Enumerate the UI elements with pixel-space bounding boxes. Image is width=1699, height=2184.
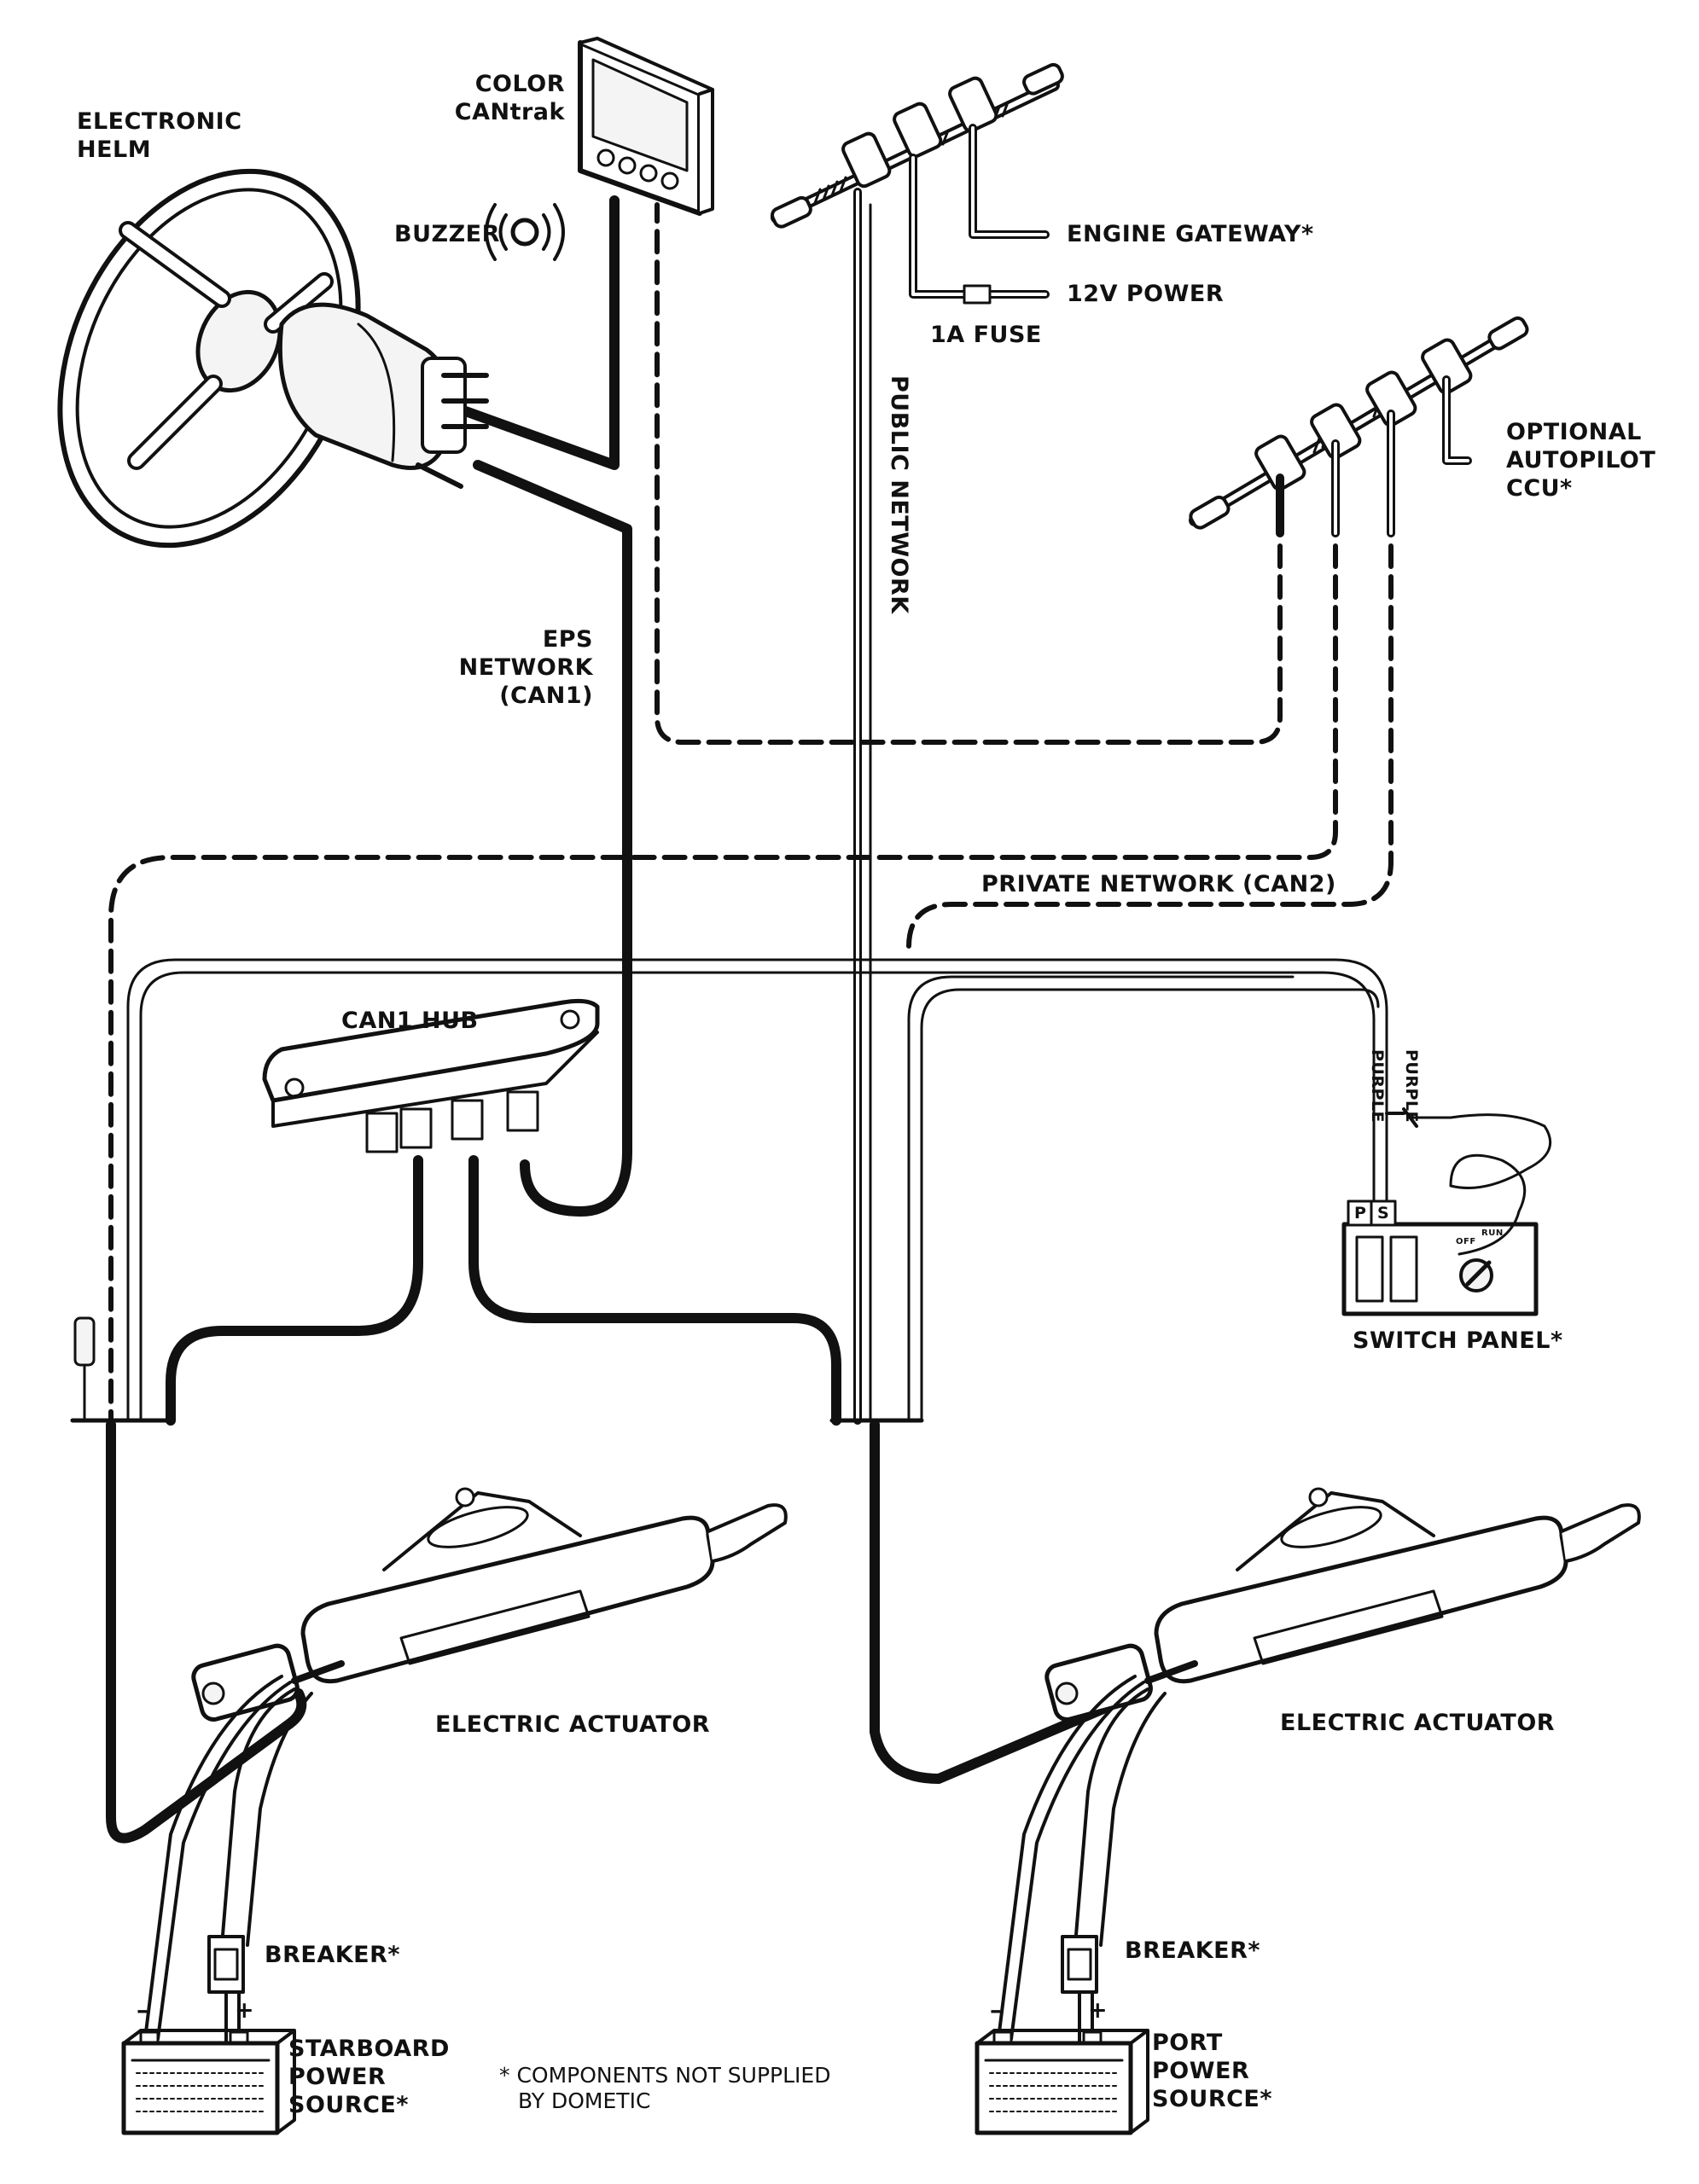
electric-actuator-left xyxy=(191,1487,788,1722)
switch-panel-label: SWITCH PANEL* xyxy=(1353,1327,1563,1354)
electric-actuator-left-label: ELECTRIC ACTUATOR xyxy=(435,1711,711,1738)
electronic-helm-label: ELECTRONIC HELM xyxy=(77,107,242,164)
buzzer-label: BUZZER xyxy=(394,221,500,247)
footnote-line-1: * COMPONENTS NOT SUPPLIED xyxy=(499,2063,831,2088)
optional-autopilot-line-3: CCU* xyxy=(1506,475,1573,502)
public-network-backbone xyxy=(771,62,1064,1425)
starboard-power-line-3: SOURCE* xyxy=(288,2092,409,2118)
buzzer xyxy=(485,203,565,261)
panel-s-label: S xyxy=(1377,1204,1390,1223)
starboard-minus-label: – xyxy=(137,1997,148,2024)
port-power-line-2: POWER xyxy=(1152,2058,1250,2084)
eps-network-label: EPS NETWORK (CAN1) xyxy=(444,625,593,710)
optional-autopilot-line-1: OPTIONAL xyxy=(1506,419,1642,445)
starboard-battery xyxy=(121,2029,296,2135)
port-power-label: PORT POWER SOURCE* xyxy=(1152,2029,1272,2113)
electronic-helm-line-1: ELECTRONIC xyxy=(77,108,242,135)
electric-actuator-right-label: ELECTRIC ACTUATOR xyxy=(1280,1710,1556,1736)
panel-p-label: P xyxy=(1354,1204,1367,1223)
port-power-line-3: SOURCE* xyxy=(1152,2086,1272,2112)
can1-hub xyxy=(262,998,600,1153)
purple-wire-label-2: PURPLE xyxy=(1402,1049,1421,1123)
engine-gateway-label: ENGINE GATEWAY* xyxy=(1067,221,1314,247)
eps-network-line-3: (CAN1) xyxy=(499,682,593,709)
panel-run-label: RUN xyxy=(1481,1228,1504,1238)
private-network-label: PRIVATE NETWORK (CAN2) xyxy=(981,871,1336,897)
breaker-right-label: BREAKER* xyxy=(1125,1937,1260,1964)
bulkheads xyxy=(70,1316,924,1423)
public-network-label: PUBLIC NETWORK xyxy=(886,375,912,614)
color-cantrak-line-2: CANtrak xyxy=(454,99,565,125)
panel-off-label: OFF xyxy=(1456,1237,1476,1246)
starboard-power-line-1: STARBOARD xyxy=(288,2036,450,2062)
color-cantrak-label: COLOR CANtrak xyxy=(444,70,565,126)
actuator-cables xyxy=(106,1420,1114,1844)
eps-network-line-1: EPS xyxy=(542,626,593,653)
electronic-helm-line-2: HELM xyxy=(77,136,152,163)
color-cantrak-line-1: COLOR xyxy=(474,71,565,97)
power-12v-label: 12V POWER xyxy=(1067,281,1225,307)
can2-dashed-runs xyxy=(108,202,1394,1423)
can1-hub-label: CAN1 HUB xyxy=(341,1008,479,1034)
upper-bus-cable xyxy=(126,958,1388,1422)
starboard-power-wires xyxy=(143,1675,313,2041)
port-power-line-1: PORT xyxy=(1152,2030,1223,2056)
breaker-left xyxy=(207,1935,245,2045)
footnote: * COMPONENTS NOT SUPPLIED BY DOMETIC xyxy=(499,2063,830,2114)
electronic-helm xyxy=(57,168,489,549)
purple-wire-label-1: PURPLE xyxy=(1368,1049,1387,1123)
eps-network-line-2: NETWORK xyxy=(458,654,593,681)
switch-panel xyxy=(1341,1107,1552,1316)
port-battery xyxy=(975,2029,1149,2135)
private-network-backbone xyxy=(1189,316,1529,537)
footnote-line-2: BY DOMETIC xyxy=(518,2088,651,2113)
can1-eps-cables xyxy=(166,195,841,1426)
starboard-power-label: STARBOARD POWER SOURCE* xyxy=(288,2035,450,2119)
optional-autopilot-line-2: AUTOPILOT xyxy=(1506,447,1656,473)
port-power-wires xyxy=(997,1675,1167,2041)
breaker-right xyxy=(1061,1935,1098,2045)
electric-actuator-right xyxy=(1044,1487,1641,1722)
color-cantrak-display xyxy=(578,37,714,216)
breaker-left-label: BREAKER* xyxy=(265,1942,400,1968)
starboard-plus-label: + xyxy=(235,1997,255,2024)
fuse-1a-label: 1A FUSE xyxy=(930,322,1042,348)
port-minus-label: – xyxy=(990,1997,1002,2024)
port-plus-label: + xyxy=(1088,1997,1108,2024)
starboard-power-line-2: POWER xyxy=(288,2064,387,2090)
optional-autopilot-label: OPTIONAL AUTOPILOT CCU* xyxy=(1506,418,1655,502)
